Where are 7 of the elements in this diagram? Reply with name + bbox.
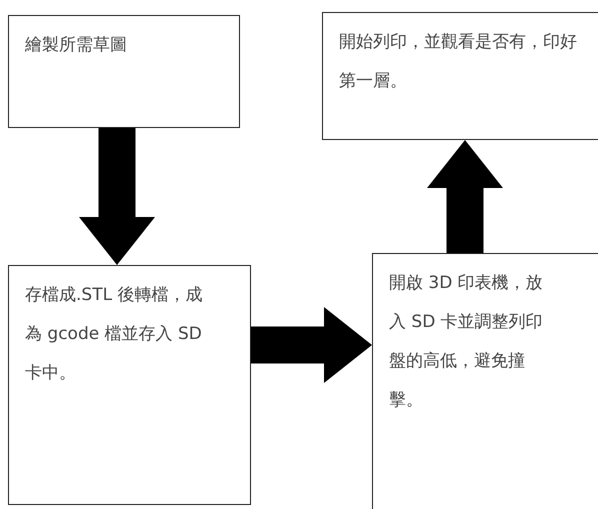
process-box: 開始列印，並觀看是否有，印好第一層。	[322, 12, 598, 140]
arrow	[427, 140, 503, 253]
arrow	[79, 128, 155, 265]
arrow	[251, 307, 372, 383]
process-box: 存檔成.STL 後轉檔，成為 gcode 檔並存入 SD 卡中。	[8, 265, 251, 505]
process-box: 繪製所需草圖	[8, 15, 240, 128]
process-box: 開啟 3D 印表機，放入 SD 卡並調整列印盤的高低，避免撞擊。	[372, 253, 598, 509]
